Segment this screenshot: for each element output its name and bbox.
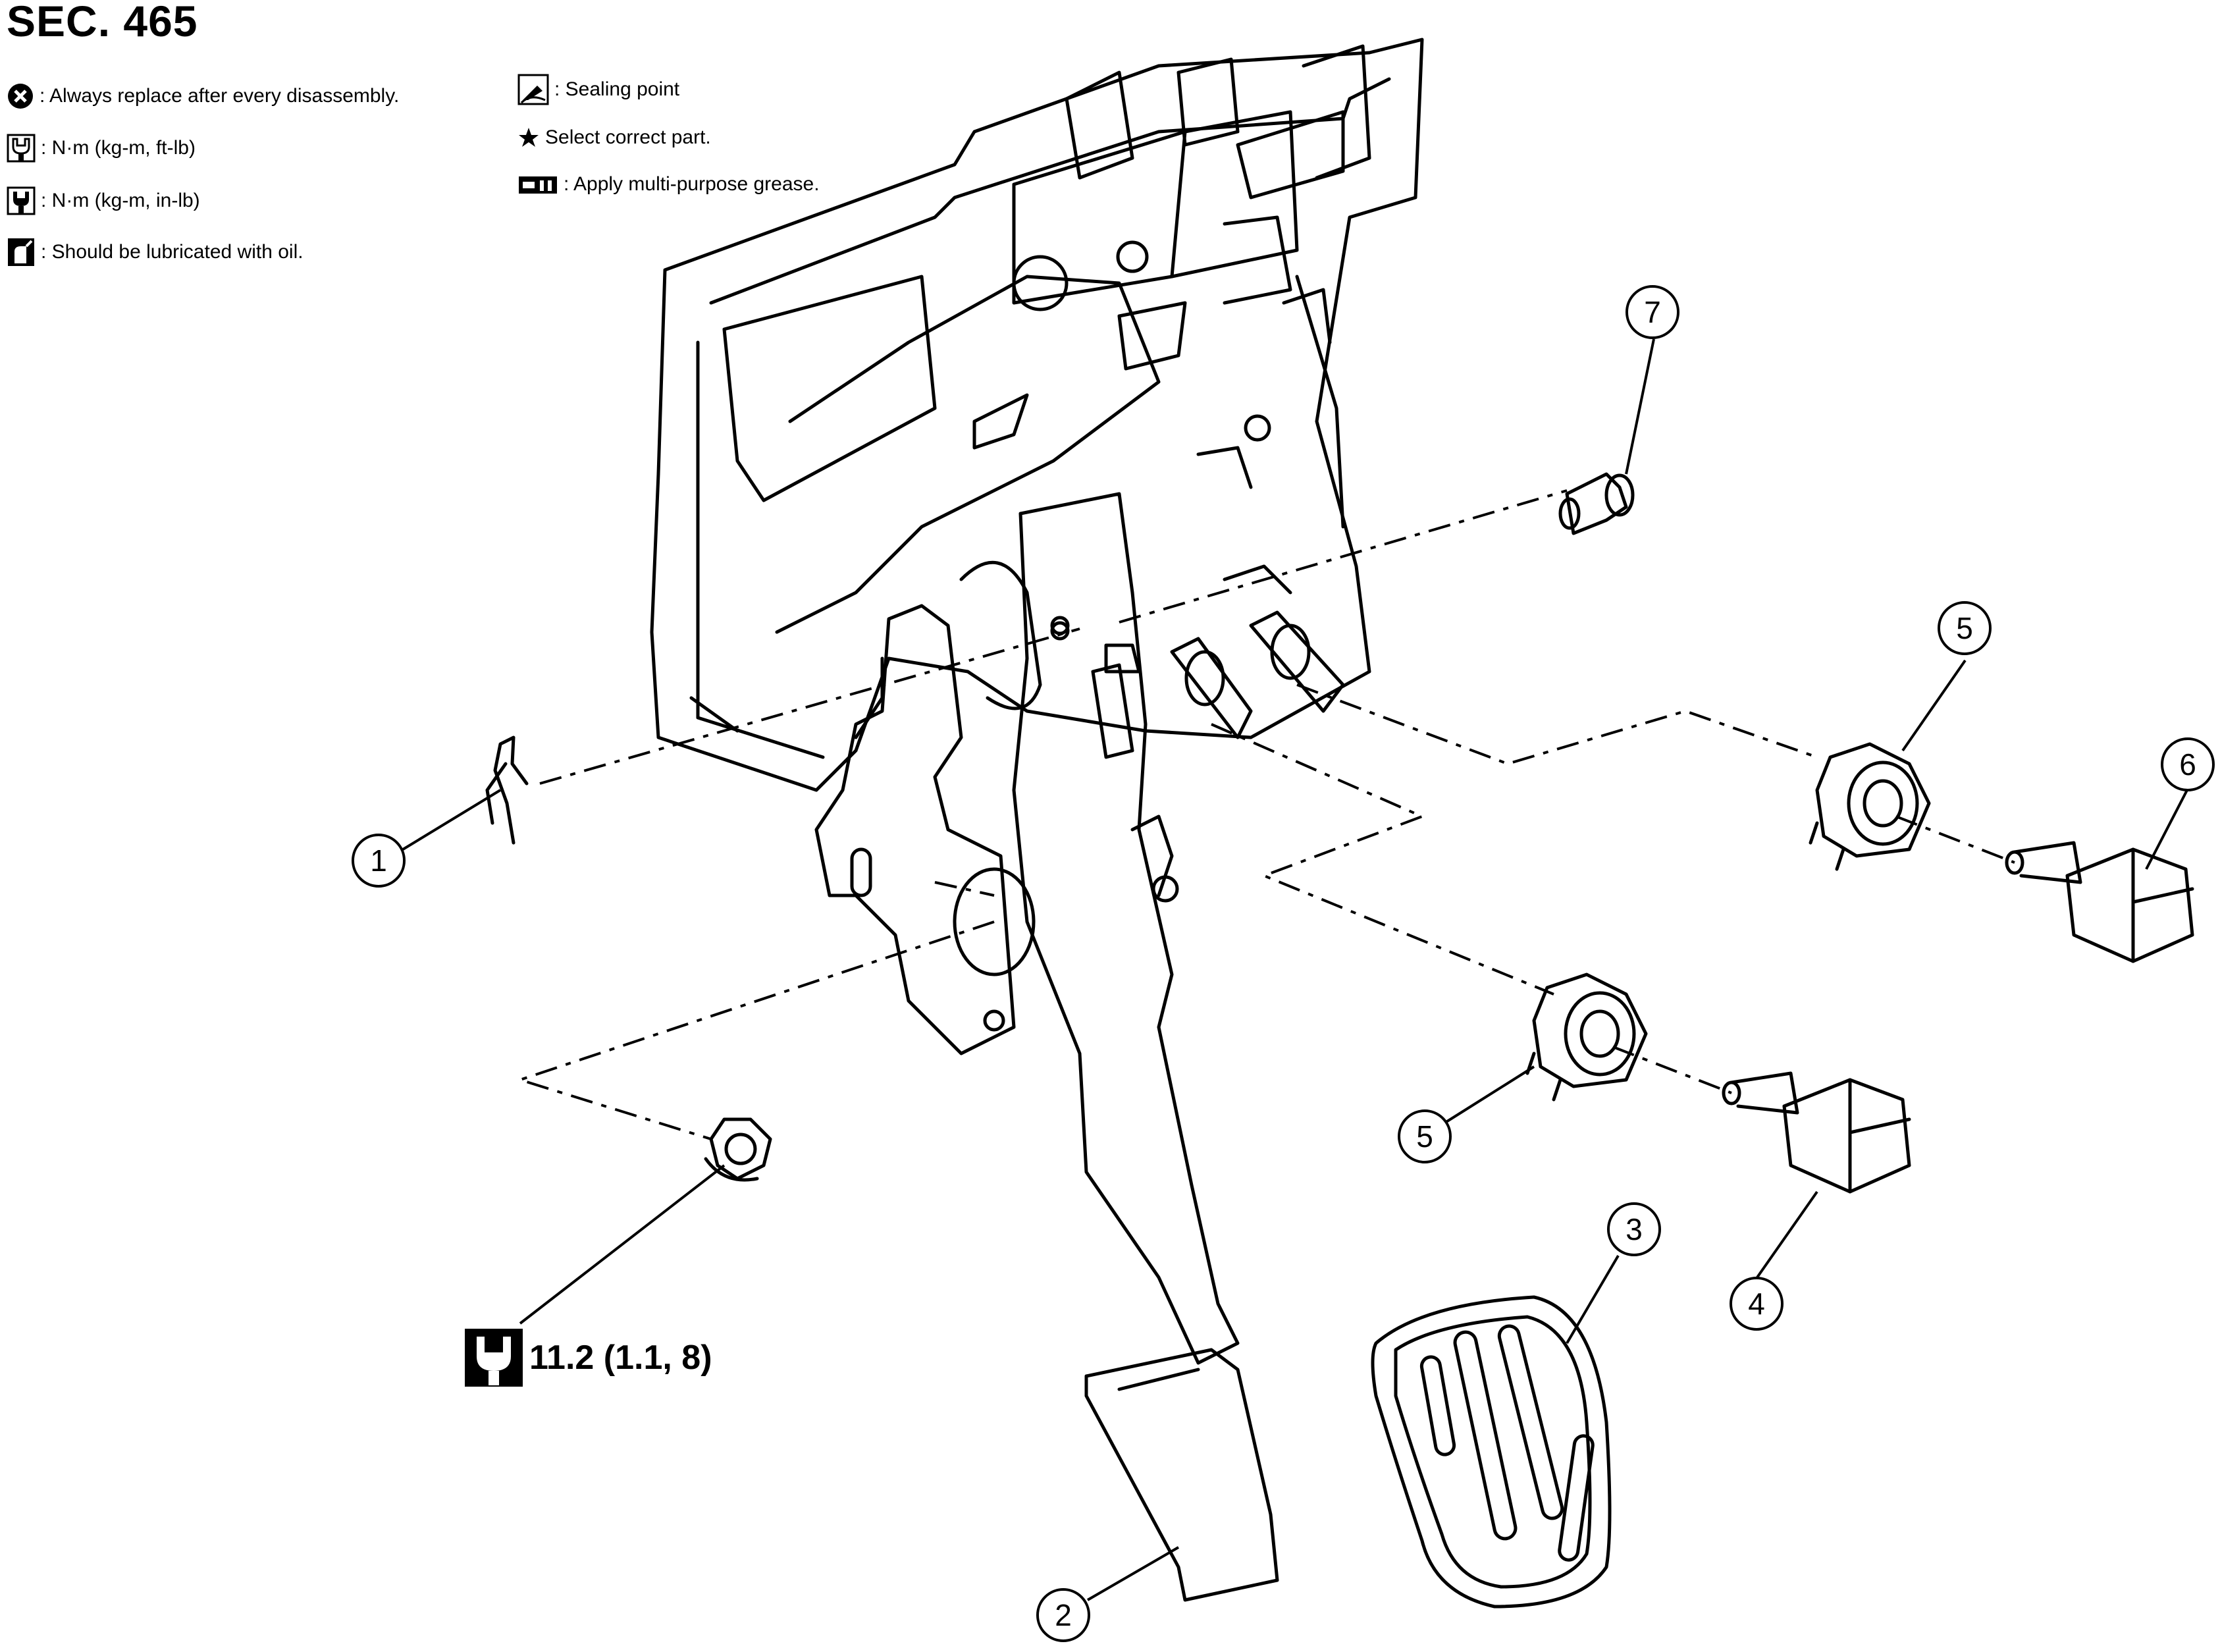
clevis-pin [1558, 472, 1635, 535]
legend-oil-text: : Should be lubricated with oil. [41, 241, 304, 263]
legend-oil: : Should be lubricated with oil. [7, 237, 304, 267]
svg-text:5: 5 [1416, 1119, 1433, 1154]
clutch-pedal-arm [1012, 492, 1279, 1602]
x-circle-icon [8, 84, 33, 109]
switch-upper [2005, 841, 2194, 963]
snap-pin [485, 735, 529, 845]
exploded-view-guide-lines [515, 489, 2015, 1140]
sealant-icon [517, 74, 549, 105]
svg-text:6: 6 [2179, 747, 2196, 782]
balloon-5-upper: 5 [1938, 601, 1992, 655]
svg-text:1: 1 [370, 843, 387, 878]
section-title: SEC. 465 [7, 0, 198, 45]
balloon-4: 4 [1730, 1277, 1784, 1331]
stopper-rubber-lower [1525, 973, 1648, 1102]
legend-torque-ftlb-text: : N·m (kg-m, ft-lb) [41, 137, 196, 159]
legend-sealing: : Sealing point [517, 74, 679, 105]
leader-lines [402, 338, 2188, 1601]
pedal-pad [1371, 1295, 1612, 1609]
balloon-7: 7 [1625, 285, 1679, 339]
legend-replace-text: : Always replace after every disassembly… [40, 85, 400, 107]
pedal-bracket [650, 38, 1424, 1055]
svg-text:4: 4 [1748, 1287, 1765, 1321]
legend-select-text: Select correct part. [545, 126, 711, 148]
legend-torque-inlb-text: : N·m (kg-m, in-lb) [41, 190, 200, 211]
stopper-rubber-upper [1809, 742, 1931, 871]
balloon-2: 2 [1036, 1588, 1090, 1642]
legend-sealing-text: : Sealing point [554, 78, 680, 100]
torque-callout: 11.2 (1.1, 8) [463, 1327, 712, 1388]
balloon-3: 3 [1607, 1202, 1661, 1256]
part-balloons: 1 2 3 4 5 5 6 7 [352, 285, 2215, 1642]
oil-can-icon [8, 238, 34, 266]
torque-value: 11.2 (1.1, 8) [529, 1339, 712, 1377]
balloon-1: 1 [352, 834, 406, 888]
legend-replace: : Always replace after every disassembly… [7, 82, 399, 110]
svg-text:3: 3 [1625, 1212, 1643, 1246]
legend-grease-text: : Apply multi-purpose grease. [564, 173, 820, 195]
svg-text:5: 5 [1956, 611, 1973, 645]
wrench-ftlb-icon [465, 1329, 523, 1387]
switch-lower [1722, 1071, 1911, 1194]
legend-torque-inlb: : N·m (kg-m, in-lb) [7, 186, 200, 215]
svg-text:7: 7 [1644, 295, 1661, 329]
svg-text:2: 2 [1055, 1598, 1072, 1632]
grease-icon [519, 176, 557, 194]
balloon-5-lower: 5 [1398, 1109, 1452, 1163]
wrench-inlb-icon [7, 186, 36, 215]
wrench-ftlb-icon [7, 134, 36, 163]
legend-select: Select correct part. [517, 126, 711, 149]
star-icon [519, 128, 539, 147]
legend-grease: : Apply multi-purpose grease. [517, 173, 820, 196]
legend-torque-ftlb: : N·m (kg-m, ft-lb) [7, 134, 196, 163]
balloon-6: 6 [2161, 737, 2215, 791]
